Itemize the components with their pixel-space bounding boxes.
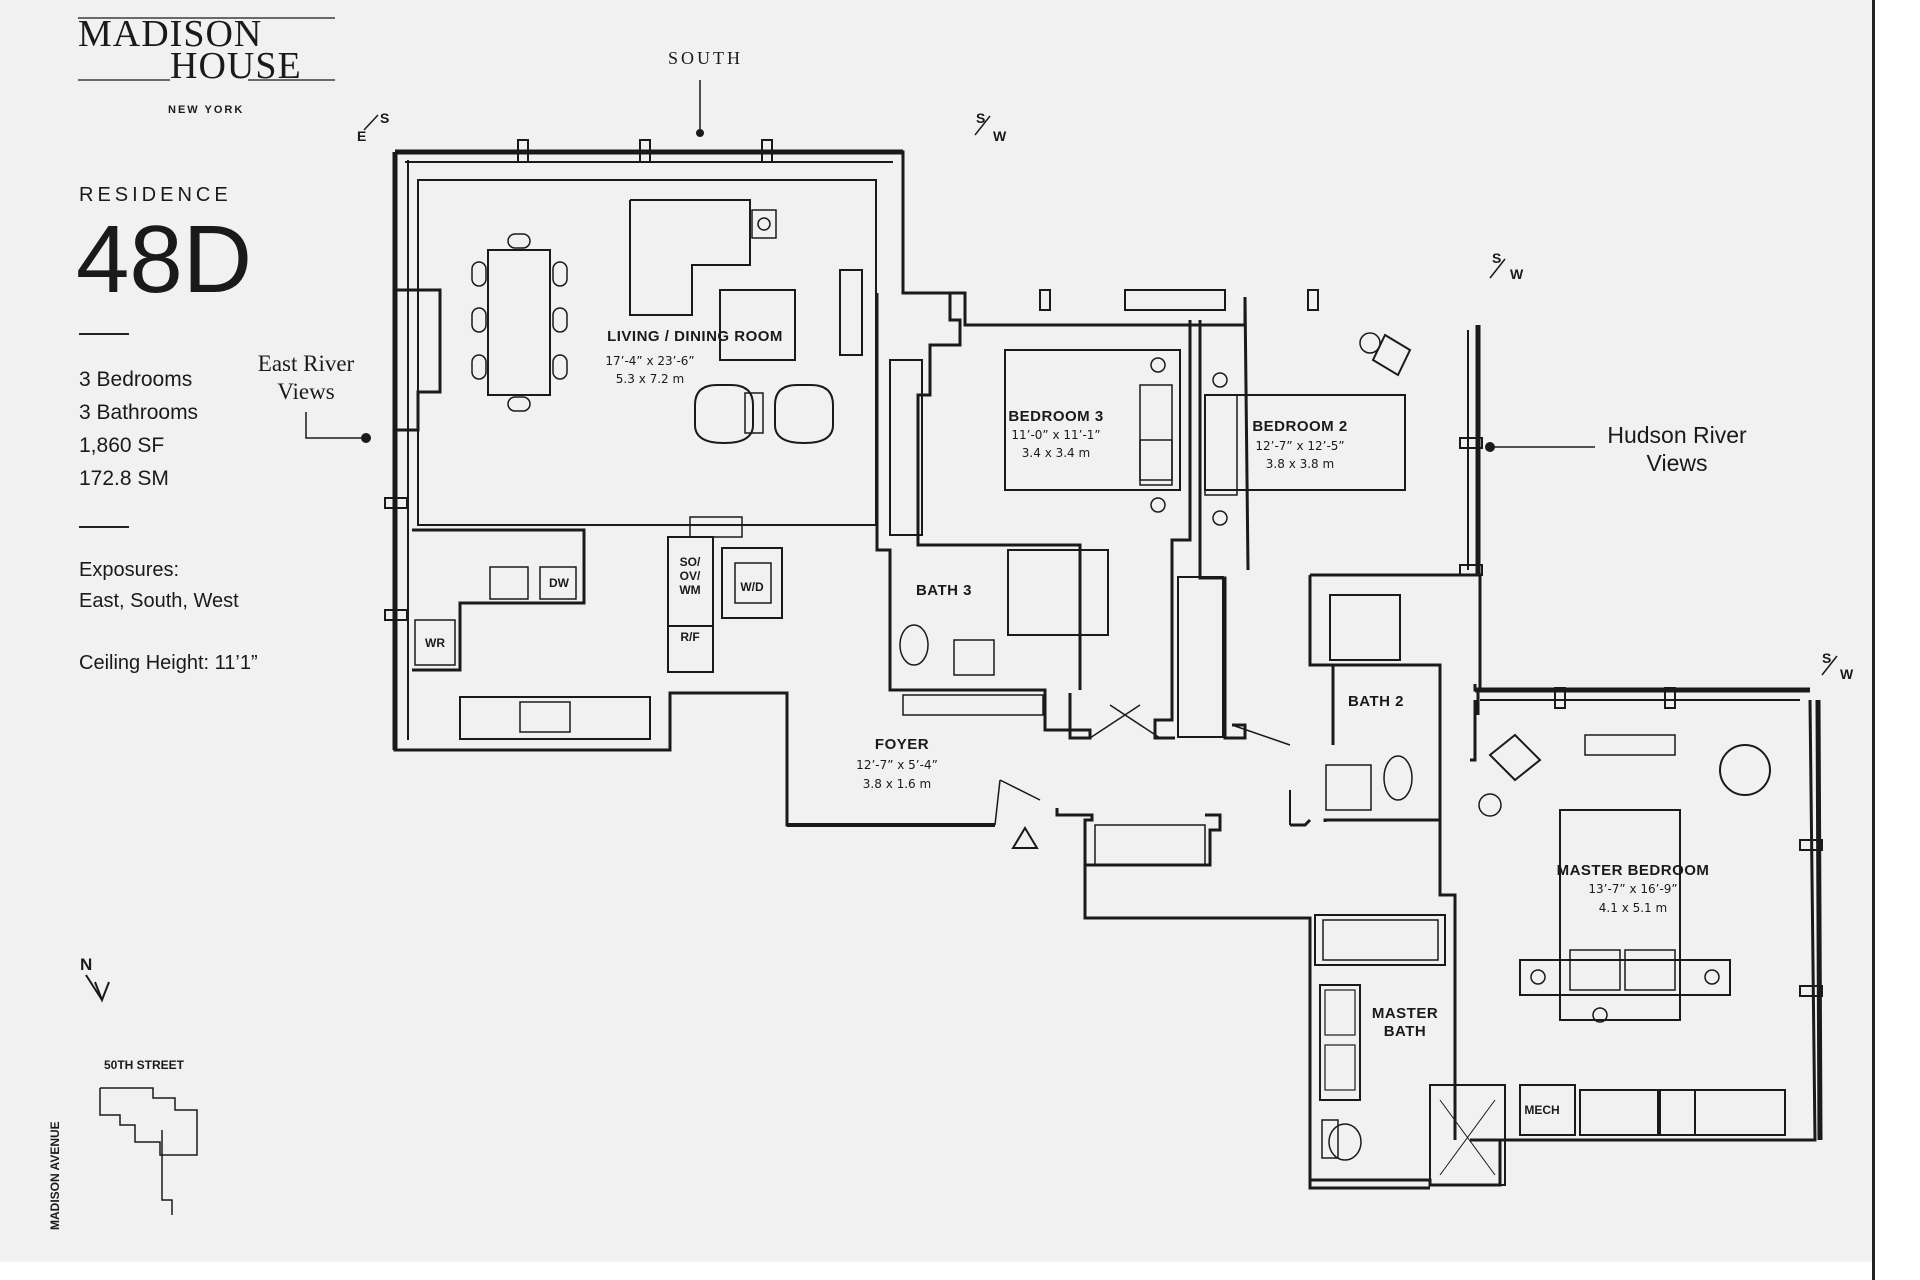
divider	[79, 333, 129, 335]
room-bath-3: BATH 3	[915, 582, 973, 599]
appliance-wd: W/D	[740, 580, 764, 594]
appliance-dw: DW	[549, 576, 569, 590]
residence-label: RESIDENCE	[79, 184, 232, 206]
compass-s: S	[976, 110, 986, 126]
area-sm: 172.8 SM	[79, 467, 169, 490]
compass-w: W	[993, 128, 1007, 144]
room-foyer: FOYER	[874, 736, 930, 753]
appliance-wr: WR	[425, 636, 445, 650]
room-mech: MECH	[1524, 1103, 1560, 1117]
keyplan-street: 50TH STREET	[104, 1058, 185, 1072]
compass-s: S	[380, 110, 390, 126]
room-master-bedroom: MASTER BEDROOM	[1556, 862, 1710, 879]
ceiling-height: Ceiling Height: 11’1”	[79, 652, 258, 674]
room-master-dim-m: 4.1 x 5.1 m	[1598, 901, 1668, 915]
appliance-rf: R/F	[680, 630, 700, 644]
room-bed3-dim-ft: 11’-0” x 11’-1”	[1011, 428, 1101, 442]
compass-south: SOUTH	[668, 48, 744, 68]
exposures-label: Exposures:	[79, 559, 180, 581]
sheet-bottom-margin	[0, 1262, 1920, 1280]
room-bath-2: BATH 2	[1347, 693, 1405, 710]
room-bed3-dim-m: 3.4 x 3.4 m	[1021, 446, 1091, 460]
area-sf: 1,860 SF	[79, 434, 165, 457]
compass-e: E	[357, 128, 367, 144]
bedrooms-count: 3 Bedrooms	[79, 368, 193, 391]
compass-s: S	[1822, 650, 1832, 666]
sheet-edge	[1872, 0, 1875, 1280]
compass-s: S	[1492, 250, 1502, 266]
room-bed2-dim-ft: 12’-7” x 12’-5”	[1255, 439, 1345, 453]
exposures-value: East, South, West	[79, 590, 239, 612]
room-bedroom-2: BEDROOM 2	[1252, 418, 1348, 435]
room-living-dim-m: 5.3 x 7.2 m	[615, 372, 685, 386]
room-living-dining: LIVING / DINING ROOM	[607, 328, 783, 345]
compass-w: W	[1840, 666, 1854, 682]
divider	[79, 526, 129, 528]
appliance-so-ov-wm: SO/OV/WM	[679, 555, 701, 597]
room-foyer-dim-ft: 12’-7” x 5’-4”	[856, 758, 938, 772]
compass-w: W	[1510, 266, 1524, 282]
room-living-dim-ft: 17’-4” x 23’-6”	[605, 354, 695, 368]
keyplan-avenue: MADISON AVENUE	[48, 1121, 62, 1230]
bathrooms-count: 3 Bathrooms	[79, 401, 199, 424]
room-foyer-dim-m: 3.8 x 1.6 m	[862, 777, 932, 791]
residence-number: 48D	[76, 206, 253, 313]
logo-city: NEW YORK	[168, 104, 245, 116]
logo-house: HOUSE	[170, 45, 302, 87]
room-bedroom-3: BEDROOM 3	[1008, 408, 1104, 425]
north-arrow-label: N	[80, 955, 93, 974]
logo-madison: MADISON	[78, 13, 263, 55]
sheet-right-margin	[1875, 0, 1920, 1280]
room-master-dim-ft: 13’-7” x 16’-9”	[1588, 882, 1678, 896]
room-bed2-dim-m: 3.8 x 3.8 m	[1265, 457, 1335, 471]
